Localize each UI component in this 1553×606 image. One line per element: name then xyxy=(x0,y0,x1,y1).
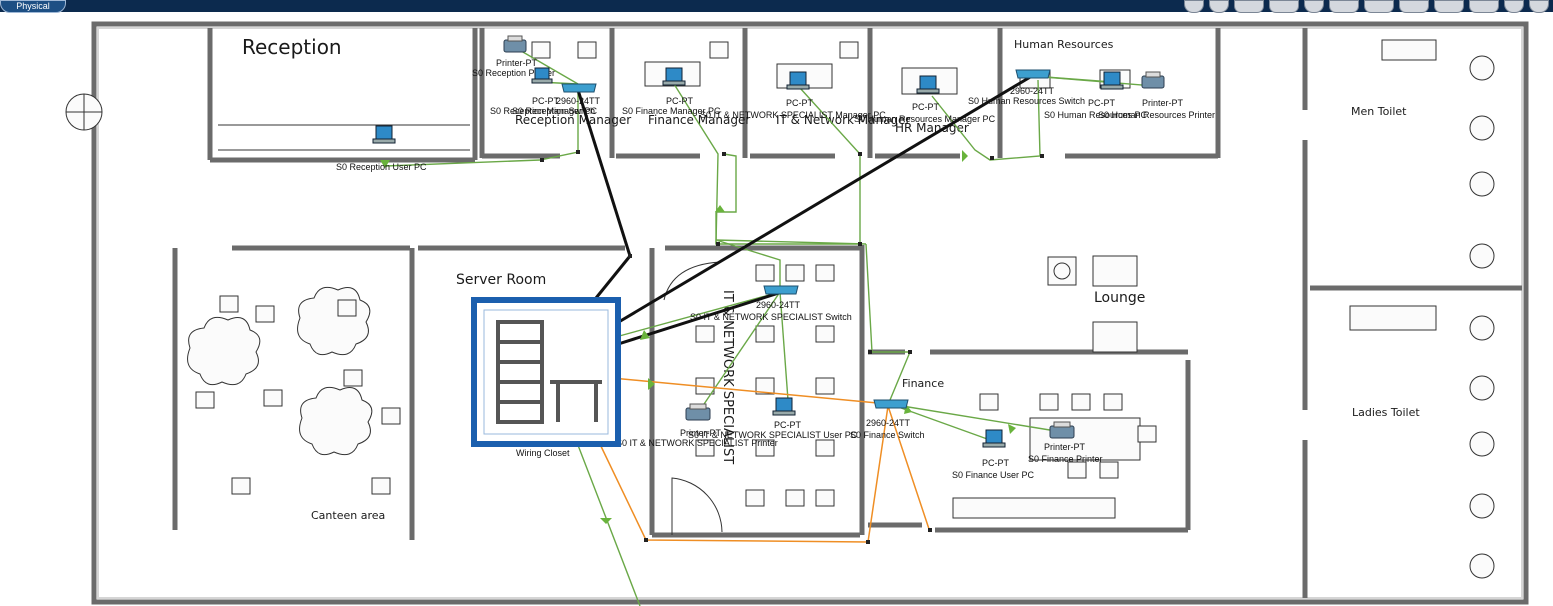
finance-user-pc[interactable]: PC-PT S0 Finance User PC xyxy=(952,429,1035,480)
physical-workspace-canvas[interactable]: Reception Reception Manager Finance Mana… xyxy=(0,12,1553,606)
svg-text:S0 IT & NETWORK SPECIALIST Swi: S0 IT & NETWORK SPECIALIST Switch xyxy=(690,312,852,322)
add-icon[interactable] xyxy=(1304,0,1324,13)
it-printer[interactable]: Printer-PT S0 IT & NETWORK SPECIALIST Pr… xyxy=(616,403,778,448)
svg-text:PC-PT: PC-PT xyxy=(532,96,560,106)
room-labels: Reception Reception Manager Finance Mana… xyxy=(242,35,1420,522)
it-network-specialist-room-label: IT & NETWORK SPECIALIST xyxy=(720,290,735,464)
reception-switch[interactable]: 2960-24TT S0 Reception Switch xyxy=(512,83,601,116)
wiring-closet[interactable]: Wiring Closet xyxy=(471,297,621,458)
svg-text:S0 Reception Printer: S0 Reception Printer xyxy=(472,68,555,78)
svg-text:S0 Human Resources Switch: S0 Human Resources Switch xyxy=(968,96,1085,106)
svg-text:S0 Reception Manager PC: S0 Reception Manager PC xyxy=(490,106,598,116)
canteen-area-label: Canteen area xyxy=(311,509,385,522)
finance-manager-room-label: Finance Manager xyxy=(648,113,750,127)
menu-icon[interactable] xyxy=(1504,0,1524,13)
svg-text:Printer-PT: Printer-PT xyxy=(1142,98,1184,108)
svg-text:2960-24TT: 2960-24TT xyxy=(756,300,801,310)
it-user-pc[interactable]: PC-PT S0 IT & NETWORK SPECIALIST User PC xyxy=(688,397,858,440)
ladies-toilet-room-label: Ladies Toilet xyxy=(1352,406,1420,419)
finance-room-label: Finance xyxy=(902,377,944,390)
add-cluster-icon[interactable] xyxy=(1329,0,1359,13)
svg-text:PC-PT: PC-PT xyxy=(1088,98,1116,108)
svg-text:S0 IT & NETWORK SPECIALIST Man: S0 IT & NETWORK SPECIALIST Manager PC xyxy=(700,110,886,120)
men-toilet-room-label: Men Toilet xyxy=(1351,105,1407,118)
finance-printer[interactable]: Printer-PT S0 Finance Printer xyxy=(1028,421,1103,464)
new-cluster-icon[interactable] xyxy=(1434,0,1464,13)
it-network-manager-room-label: IT & Network Manager xyxy=(776,113,910,127)
svg-text:S0 Finance User PC: S0 Finance User PC xyxy=(952,470,1035,480)
reception-user-pc[interactable]: S0 Reception User PC xyxy=(336,125,427,172)
rack-icon xyxy=(496,320,602,424)
svg-text:Printer-PT: Printer-PT xyxy=(1044,442,1086,452)
reception-manager-pc[interactable]: PC-PT S0 Reception Manager PC xyxy=(490,67,598,116)
move-icon[interactable] xyxy=(1234,0,1264,13)
finance-manager-pc[interactable]: PC-PT S0 Finance Manager PC xyxy=(622,67,721,116)
svg-text:2960-24TT: 2960-24TT xyxy=(556,96,601,106)
edit-icon[interactable] xyxy=(1469,0,1499,13)
svg-text:S0 IT & NETWORK SPECIALIST Use: S0 IT & NETWORK SPECIALIST User PC xyxy=(688,430,858,440)
svg-text:S0 Human Resources Printer: S0 Human Resources Printer xyxy=(1098,110,1215,120)
grid-icon[interactable] xyxy=(1269,0,1299,13)
reception-room-label: Reception xyxy=(242,35,342,59)
svg-text:2960-24TT: 2960-24TT xyxy=(1010,86,1055,96)
toolbar-icon-group xyxy=(1184,0,1549,13)
reception-manager-room-label: Reception Manager xyxy=(515,113,631,127)
furniture-sketches xyxy=(187,39,1495,579)
expand-icon[interactable] xyxy=(1529,0,1549,13)
svg-text:PC-PT: PC-PT xyxy=(982,458,1010,468)
svg-text:S0 Reception Switch: S0 Reception Switch xyxy=(512,106,595,116)
svg-text:S0 IT & NETWORK SPECIALIST Pri: S0 IT & NETWORK SPECIALIST Printer xyxy=(616,438,778,448)
svg-text:PC-PT: PC-PT xyxy=(786,98,814,108)
svg-text:PC-PT: PC-PT xyxy=(912,102,940,112)
svg-text:S0 Finance Manager PC: S0 Finance Manager PC xyxy=(622,106,721,116)
add-city-icon[interactable] xyxy=(1399,0,1429,13)
lounge-label: Lounge xyxy=(1094,290,1145,306)
hr-manager-pc[interactable]: PC-PT S0 Human Resources Manager PC xyxy=(854,75,996,124)
svg-text:Printer-PT: Printer-PT xyxy=(680,428,722,438)
building-walls xyxy=(65,21,1529,605)
zoom-in-icon[interactable] xyxy=(1184,0,1204,13)
svg-text:2960-24TT: 2960-24TT xyxy=(866,418,911,428)
server-room-label: Server Room xyxy=(456,272,546,288)
hr-printer[interactable]: Printer-PT S0 Human Resources Printer xyxy=(1098,71,1215,120)
top-toolbar: Physical xyxy=(0,0,1553,13)
svg-text:S0 Human Resources PC: S0 Human Resources PC xyxy=(1044,110,1148,120)
svg-text:PC-PT: PC-PT xyxy=(666,96,694,106)
hr-switch[interactable]: 2960-24TT S0 Human Resources Switch xyxy=(968,69,1085,106)
hr-pc[interactable]: PC-PT S0 Human Resources PC xyxy=(1044,71,1148,120)
it-manager-pc[interactable]: PC-PT S0 IT & NETWORK SPECIALIST Manager… xyxy=(700,71,886,120)
svg-text:Wiring Closet: Wiring Closet xyxy=(516,448,570,458)
svg-text:S0 Human Resources Manager PC: S0 Human Resources Manager PC xyxy=(854,114,996,124)
zoom-out-icon[interactable] xyxy=(1209,0,1229,13)
svg-text:PC-PT: PC-PT xyxy=(774,420,802,430)
svg-text:S0 Reception User PC: S0 Reception User PC xyxy=(336,162,427,172)
reception-printer[interactable]: Printer-PT S0 Reception Printer xyxy=(472,35,555,78)
add-building-icon[interactable] xyxy=(1364,0,1394,13)
svg-text:S0 Finance Printer: S0 Finance Printer xyxy=(1028,454,1103,464)
svg-text:S0 Finance Switch: S0 Finance Switch xyxy=(850,430,925,440)
finance-switch[interactable]: 2960-24TT S0 Finance Switch xyxy=(850,399,925,440)
svg-text:Printer-PT: Printer-PT xyxy=(496,58,538,68)
network-cables xyxy=(380,47,1155,606)
it-switch[interactable]: 2960-24TT S0 IT & NETWORK SPECIALIST Swi… xyxy=(690,285,852,322)
human-resources-room-label: Human Resources xyxy=(1014,38,1114,51)
